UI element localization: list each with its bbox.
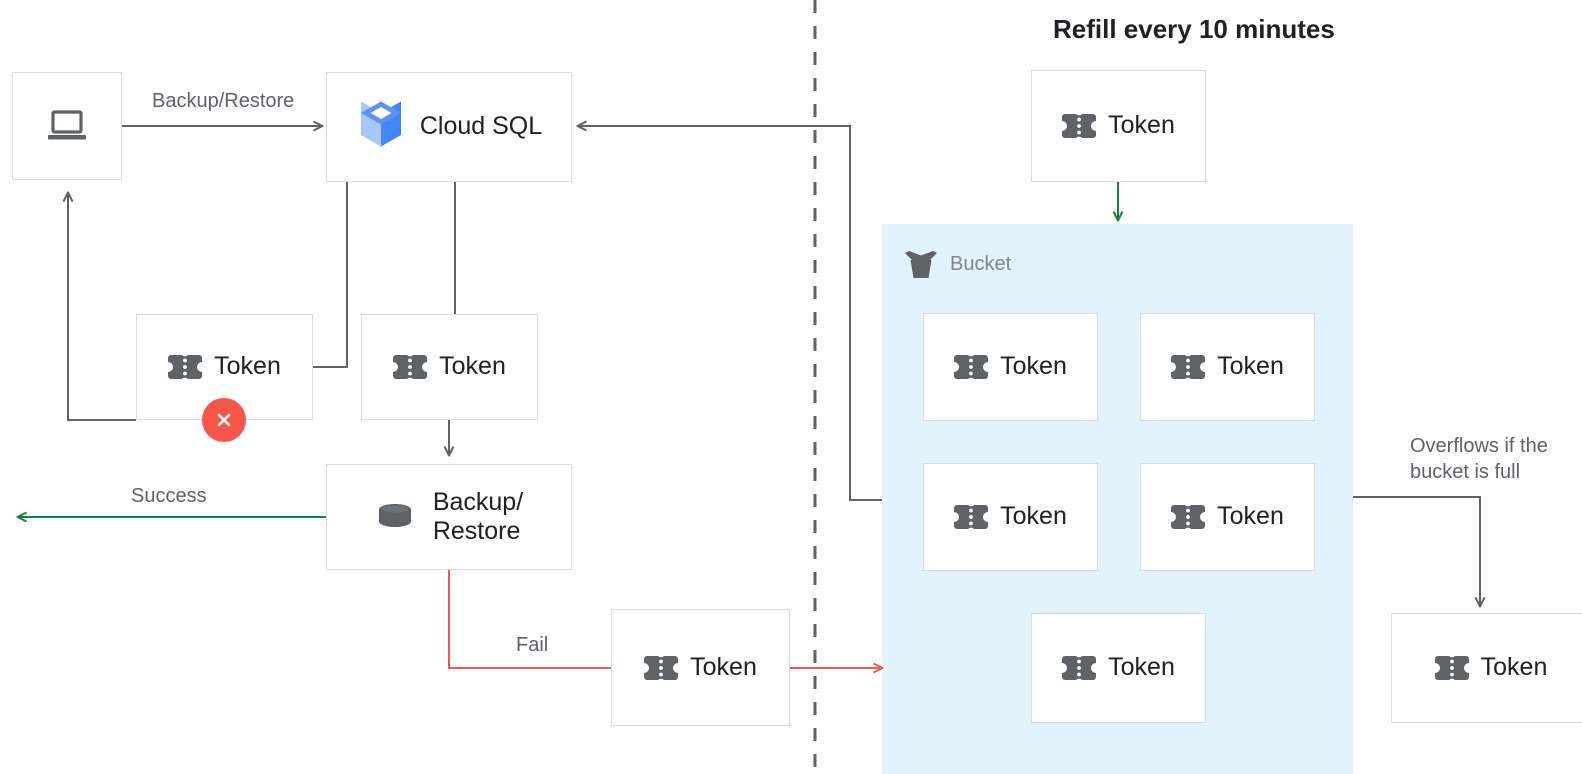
bucket-icon (905, 251, 937, 278)
token-icon (954, 355, 989, 379)
node-backup-restore[interactable]: Backup/ Restore (326, 464, 572, 570)
node-token-refill[interactable]: Token (1031, 70, 1206, 182)
edge-token-failed-to-client (68, 193, 136, 421)
status-badge-error (202, 398, 246, 442)
close-icon (217, 413, 231, 427)
node-label: Token (1108, 653, 1175, 682)
node-label: Token (690, 652, 757, 681)
token-icon (1171, 505, 1206, 529)
node-token-attempt[interactable]: Token (361, 314, 538, 420)
node-label: Token (1108, 111, 1175, 140)
node-bucket-token[interactable]: Token (923, 463, 1098, 571)
token-icon (644, 655, 679, 680)
token-icon (393, 355, 428, 379)
edge-bucket-to-cloudsql (578, 126, 882, 501)
node-bucket-token[interactable]: Token (923, 313, 1098, 421)
node-label: Token (1217, 502, 1284, 531)
token-icon (1062, 114, 1097, 138)
node-label: Token (214, 352, 281, 381)
edge-label-fail: Fail (516, 634, 549, 656)
edge-cloudsql-to-token-failed (313, 181, 348, 368)
node-bucket-token[interactable]: Token (1140, 463, 1315, 571)
node-bucket-token[interactable]: Token (1031, 613, 1206, 723)
edge-label-success: Success (131, 485, 207, 507)
edge-overflow (1353, 496, 1480, 606)
node-client[interactable] (12, 72, 122, 180)
node-token-overflow[interactable]: Token (1391, 613, 1582, 723)
node-label: Token (439, 352, 506, 381)
token-icon (954, 505, 989, 529)
page-title: Refill every 10 minutes (1053, 14, 1335, 44)
token-icon (168, 355, 203, 379)
node-cloud-sql[interactable]: Cloud SQL (326, 72, 572, 182)
node-label: Cloud SQL (419, 112, 543, 141)
node-bucket-token[interactable]: Token (1140, 313, 1315, 421)
node-label: Token (1000, 352, 1067, 381)
bucket-header: Bucket (903, 248, 1011, 280)
node-label: Token (1000, 502, 1067, 531)
laptop-icon (48, 110, 86, 140)
token-icon (1171, 355, 1206, 379)
cloud-sql-icon (360, 101, 401, 147)
token-icon (1434, 656, 1469, 680)
node-label: Token (1217, 352, 1284, 381)
node-token-fail-path[interactable]: Token (611, 609, 790, 726)
database-icon (378, 504, 411, 527)
node-label: Backup/ Restore (432, 487, 524, 546)
edge-label-backup-restore: Backup/Restore (152, 90, 295, 112)
bucket-label: Bucket (950, 252, 1012, 275)
node-label: Token (1480, 653, 1548, 682)
token-icon (1062, 656, 1097, 680)
edge-label-overflow: Overflows if the bucket is full (1410, 435, 1548, 483)
